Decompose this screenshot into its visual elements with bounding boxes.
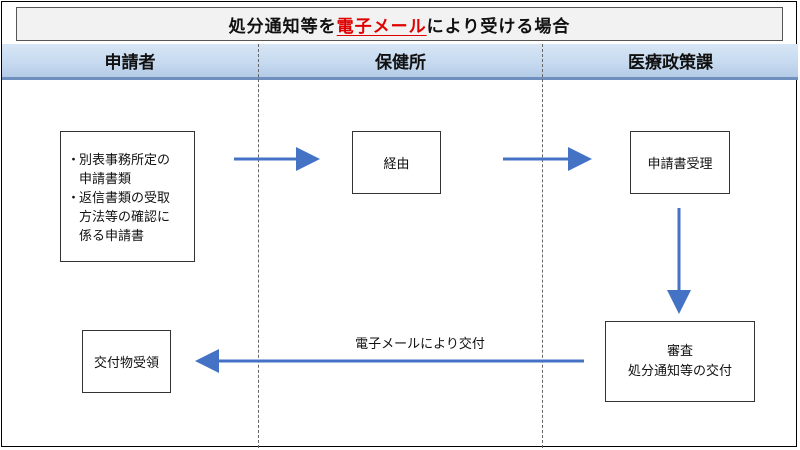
- diagram-title: 処分通知等を電子メールにより受ける場合: [16, 7, 783, 41]
- application-doc-item-2-line-1: 返信書類の受取: [79, 191, 171, 206]
- edge-label-email-delivery: 電子メールにより交付: [355, 337, 485, 352]
- application-doc-item-2-line-2: 方法等の確認に: [79, 210, 171, 225]
- node-via-label: 経由: [383, 157, 410, 172]
- application-doc-item-1: ・ 別表事務所定の 申請書類: [67, 151, 188, 189]
- bullet-1: ・: [67, 153, 81, 168]
- node-review-and-issue: 審査 処分通知等の交付: [605, 321, 755, 402]
- lane-label-medical-policy-division: 医療政策課: [628, 53, 713, 73]
- application-doc-item-1-text: 別表事務所定の 申請書類: [79, 151, 170, 189]
- lane-header-bar: [2, 44, 798, 80]
- title-emphasis: 電子メール: [336, 16, 427, 37]
- node-via: 経由: [352, 131, 441, 194]
- application-doc-item-1-line-1: 別表事務所定の: [79, 153, 171, 168]
- node-application-documents: ・ 別表事務所定の 申請書類 ・ 返信書類の受取 方法等の確認に 係る申請書: [60, 131, 195, 262]
- node-receive-delivery-label: 交付物受領: [93, 356, 159, 371]
- lane-label-applicant: 申請者: [104, 53, 156, 73]
- bullet-2: ・: [67, 191, 81, 206]
- lane-label-health-center: 保健所: [375, 53, 426, 73]
- lane-divider-1: [258, 44, 259, 448]
- application-doc-item-1-line-2: 申請書類: [79, 172, 132, 187]
- application-doc-item-2-text: 返信書類の受取 方法等の確認に 係る申請書: [79, 189, 170, 246]
- node-receive-delivery: 交付物受領: [82, 330, 171, 393]
- title-prefix: 処分通知等を: [228, 16, 337, 37]
- application-doc-item-2: ・ 返信書類の受取 方法等の確認に 係る申請書: [67, 189, 188, 246]
- node-application-receipt: 申請書受理: [630, 131, 730, 194]
- node-review-line-1: 審査: [666, 343, 693, 359]
- node-application-receipt-label: 申請書受理: [647, 157, 713, 172]
- node-review-line-2: 処分通知等の交付: [627, 363, 732, 379]
- lane-divider-2: [542, 44, 543, 448]
- title-suffix: により受ける場合: [426, 16, 571, 37]
- application-doc-item-2-line-3: 係る申請書: [79, 229, 145, 244]
